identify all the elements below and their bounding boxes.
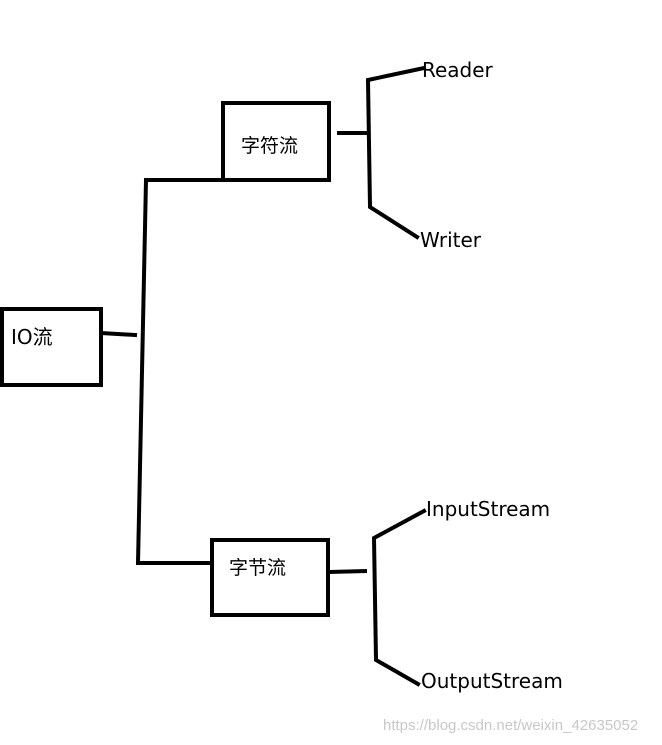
byte-stream-box [210,538,330,617]
watermark: https://blog.csdn.net/weixin_42635052 [383,717,639,734]
writer-label: Writer [420,228,482,252]
main-trunk [135,178,225,565]
byte-stream-bracket [371,508,427,687]
byte-stream-label: 字节流 [229,557,287,579]
root-connector [98,330,138,338]
char-stream-bracket [365,65,427,240]
io-root-box [0,307,103,387]
byte-stream-connector [327,568,368,575]
output-stream-label: OutputStream [421,669,563,693]
reader-label: Reader [422,58,493,82]
io-root-label: IO流 [11,325,53,349]
char-stream-box [221,101,331,182]
input-stream-label: InputStream [426,497,551,521]
char-stream-label: 字符流 [241,135,299,157]
